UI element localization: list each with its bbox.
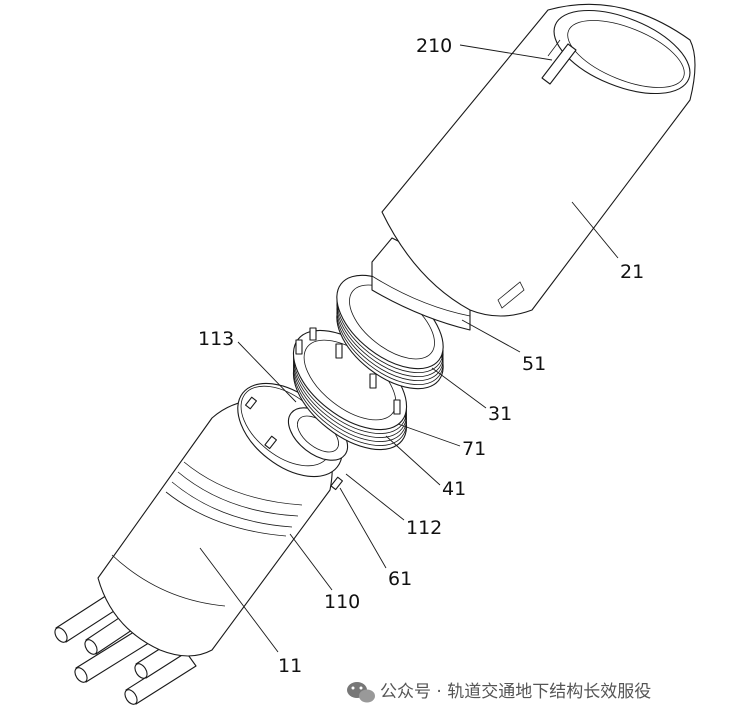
callout-labels: 210 21 51 31 113 71 41 112 61 110 11: [198, 35, 644, 677]
leader-lines: [199, 44, 619, 653]
callout-71: 71: [462, 438, 486, 460]
watermark-text: 公众号 · 轨道交通地下结构长效服役: [380, 682, 651, 702]
leader-112: [345, 473, 405, 521]
callout-113: 113: [198, 328, 234, 350]
callout-31: 31: [488, 403, 512, 425]
callout-21: 21: [620, 261, 644, 283]
callout-11: 11: [278, 655, 302, 677]
wechat-icon: [347, 682, 375, 703]
leader-71: [397, 423, 461, 447]
leader-41: [385, 435, 441, 486]
leader-61: [339, 487, 387, 569]
leader-210: [459, 44, 553, 61]
callout-110: 110: [324, 591, 360, 613]
leader-11: [199, 547, 279, 653]
part-41-threaded-ring: [292, 327, 408, 451]
part-11-base-body: [54, 382, 349, 705]
callout-112: 112: [406, 517, 442, 539]
callout-51: 51: [522, 353, 546, 375]
leader-113: [237, 341, 297, 403]
part-21-upper-sleeve: [371, 3, 696, 331]
callout-41: 41: [442, 478, 466, 500]
leader-110: [289, 533, 333, 591]
leader-31: [431, 367, 487, 409]
leader-21: [571, 201, 619, 259]
leader-51: [461, 319, 521, 353]
watermark: 公众号 · 轨道交通地下结构长效服役: [347, 682, 651, 703]
callout-61: 61: [388, 568, 412, 590]
callout-210: 210: [416, 35, 452, 57]
